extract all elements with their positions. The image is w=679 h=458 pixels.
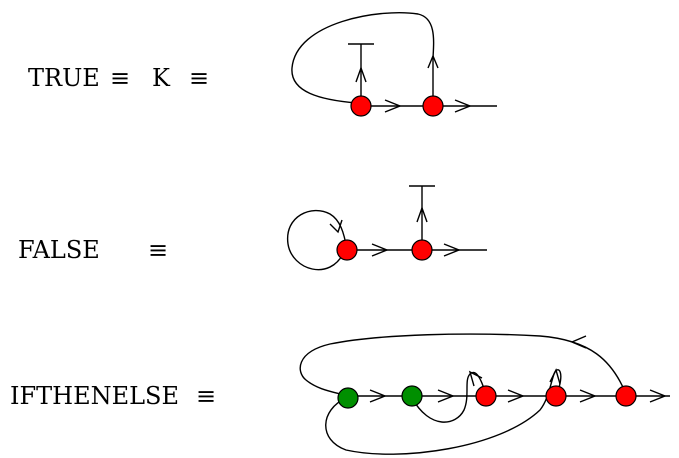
ifthenelse-node-4 <box>545 385 567 407</box>
false-equiv-symbol: ≡ <box>148 236 169 264</box>
ifthenelse-top-arc-arrow <box>570 335 587 349</box>
ifthenelse-arrow-1 <box>369 389 387 403</box>
true-label: TRUE <box>28 64 100 92</box>
ifthenelse-bottom-arc <box>325 369 562 455</box>
ifthenelse-label: IFTHENELSE <box>10 382 180 410</box>
false-stem-arrow <box>416 205 428 223</box>
ifthenelse-node-5 <box>615 385 637 407</box>
false-loop-arrow <box>329 219 343 234</box>
true-loop <box>291 11 435 106</box>
true-loop-arrow <box>427 54 439 69</box>
false-arrow-2 <box>443 243 461 257</box>
ifthenelse-arrow-5 <box>649 389 667 403</box>
ifthenelse-graph <box>299 333 670 455</box>
true-k-label: K <box>152 64 170 92</box>
true-graph <box>291 11 497 117</box>
false-node-1 <box>336 239 358 261</box>
ifthenelse-arrow-4 <box>579 389 597 403</box>
true-stem-arrow <box>355 65 367 83</box>
true-arrow-1 <box>384 99 402 113</box>
ifthenelse-node-2 <box>401 385 423 407</box>
true-arrow-2 <box>454 99 472 113</box>
false-self-loop <box>287 209 348 271</box>
ifthenelse-node-1 <box>337 387 359 409</box>
ifthenelse-bottom-arc-arrow <box>549 368 561 385</box>
true-node-2 <box>422 95 444 117</box>
ifthenelse-inner-loop-arrow <box>468 370 483 387</box>
false-graph <box>287 185 487 271</box>
false-arrow-1 <box>371 243 389 257</box>
ifthenelse-equiv-symbol: ≡ <box>196 382 217 410</box>
true-equiv-symbol-1: ≡ <box>110 64 131 92</box>
ifthenelse-arrow-2 <box>437 389 455 403</box>
ifthenelse-top-arc <box>299 333 627 397</box>
ifthenelse-node-3 <box>475 385 497 407</box>
false-label: FALSE <box>18 236 100 264</box>
true-equiv-symbol-2: ≡ <box>189 64 210 92</box>
false-node-2 <box>411 239 433 261</box>
true-node-1 <box>350 95 372 117</box>
ifthenelse-arrow-3 <box>507 389 525 403</box>
